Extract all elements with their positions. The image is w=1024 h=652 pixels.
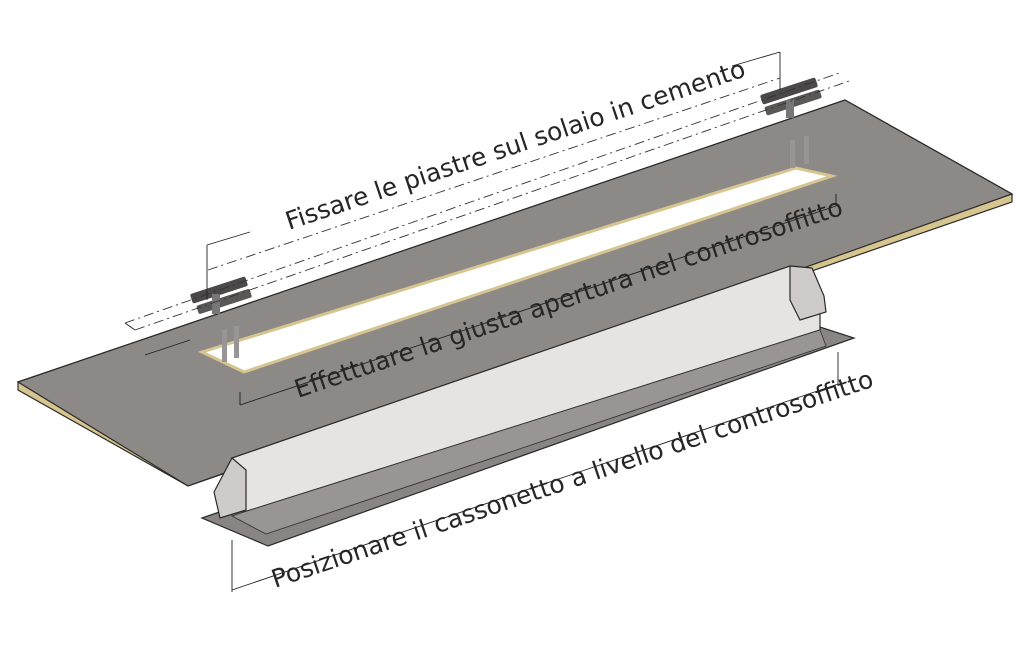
housing-end-cap-right: [789, 265, 827, 321]
fixing-plate-left: [190, 276, 252, 362]
opening-dimension-lines: [144, 194, 837, 406]
housing-end-cap-left: [213, 457, 247, 519]
false-ceiling-board: [16, 99, 1014, 487]
recessed-housing: [200, 265, 856, 547]
ceiling-opening: [197, 166, 838, 374]
slab-dimension-lines: [124, 51, 853, 331]
housing-dimension-lines: [231, 352, 839, 592]
